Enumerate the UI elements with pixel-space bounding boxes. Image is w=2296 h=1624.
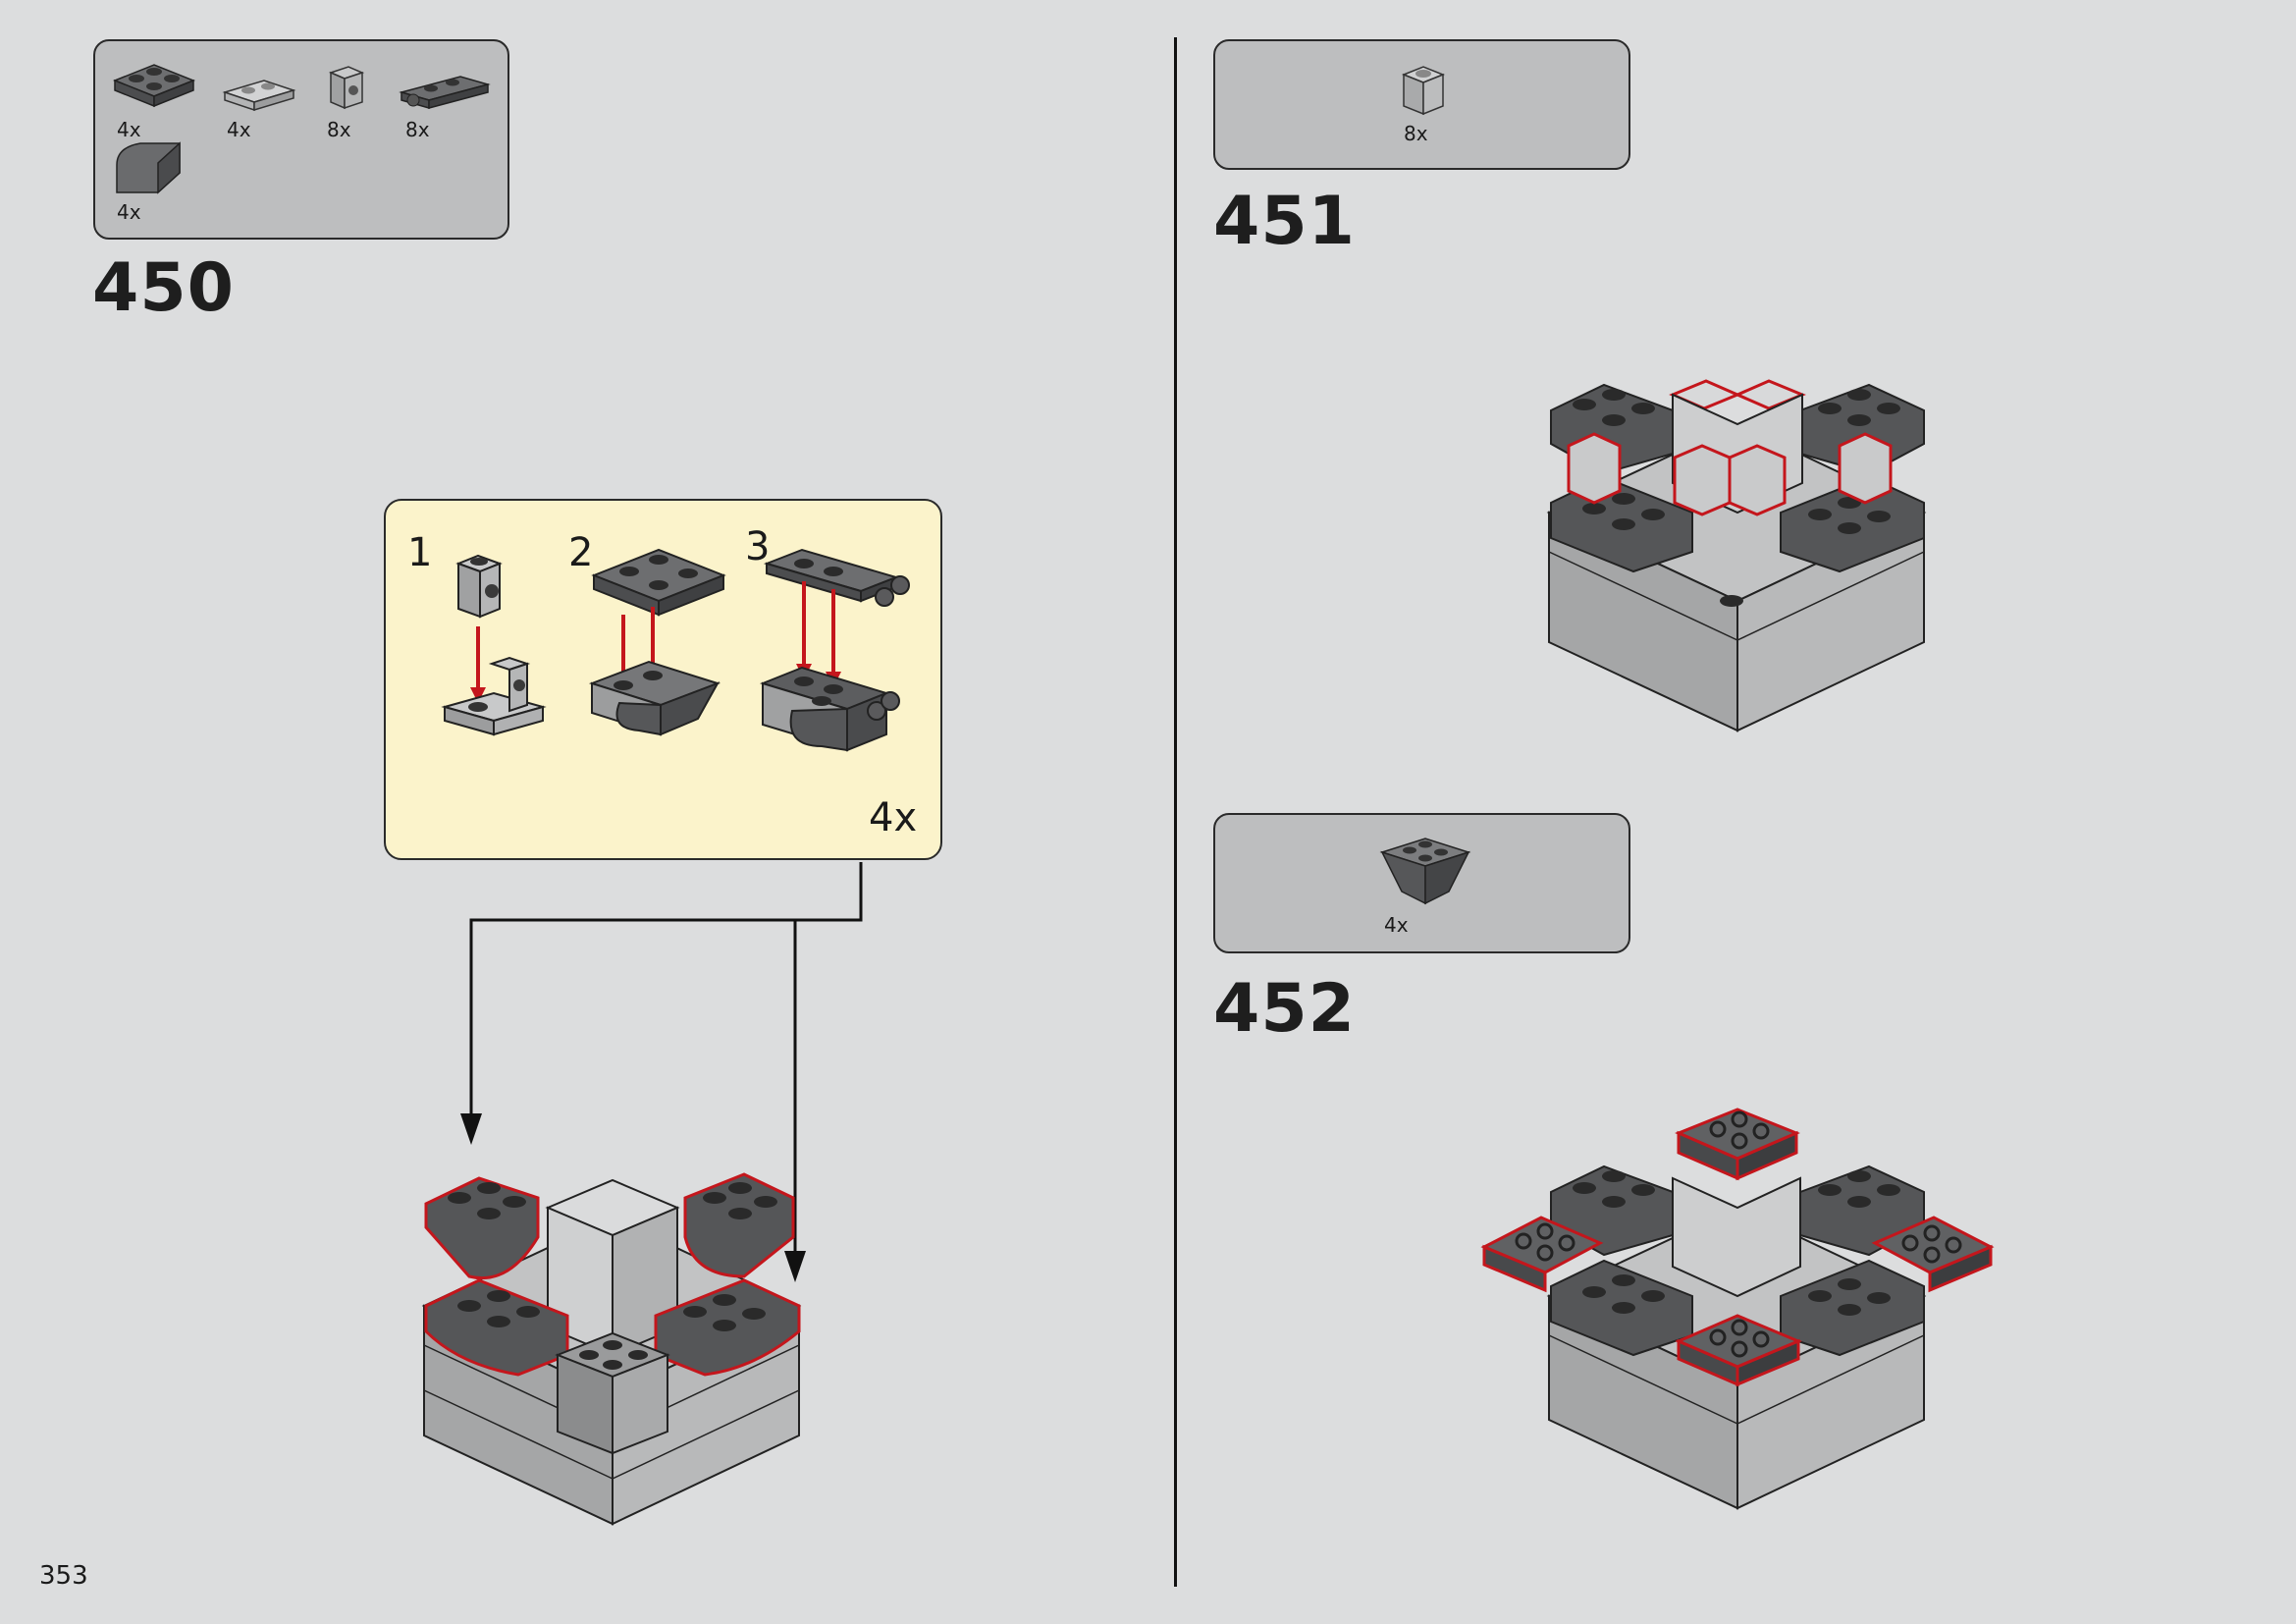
step-number: 452 [1213, 970, 1356, 1048]
substep-number: 3 [745, 524, 771, 569]
bracket-1x1-light-icon [328, 66, 365, 110]
model-450-illustration [421, 1172, 802, 1526]
substep-2-illustration [588, 548, 726, 736]
curved-slope-dark-icon [116, 141, 181, 194]
parts-list-452: 4x [1213, 813, 1630, 953]
substep-3-illustration [759, 548, 910, 752]
part-qty: 4x [117, 118, 141, 141]
model-452-illustration [1480, 1108, 1995, 1510]
parts-list-451: 8x [1213, 39, 1630, 170]
subassembly-callout: 1 2 3 4x [384, 499, 942, 860]
plate-clip-dark-icon [399, 76, 491, 109]
part-qty: 8x [1404, 122, 1428, 145]
step-number: 450 [92, 249, 235, 327]
page-divider [1174, 37, 1177, 1587]
plate-1x2-light-icon [222, 80, 296, 112]
part-qty: 8x [327, 118, 351, 141]
step-number: 451 [1213, 183, 1356, 260]
parts-list-450: 4x 4x 8x 8x 4x [93, 39, 509, 240]
subassembly-multiplier: 4x [869, 795, 918, 840]
model-451-illustration [1546, 379, 1927, 732]
inverted-slope-dark-icon [1379, 838, 1471, 905]
brick-1x1-light-icon [1401, 66, 1446, 116]
plate-2x2-dark-icon [112, 64, 196, 108]
part-qty: 4x [1384, 913, 1409, 937]
substep-number: 2 [568, 530, 594, 575]
part-qty: 4x [227, 118, 251, 141]
substep-1-illustration [441, 554, 547, 736]
substep-number: 1 [407, 530, 433, 575]
part-qty: 8x [405, 118, 430, 141]
part-qty: 4x [117, 200, 141, 224]
page-number: 353 [39, 1561, 88, 1591]
